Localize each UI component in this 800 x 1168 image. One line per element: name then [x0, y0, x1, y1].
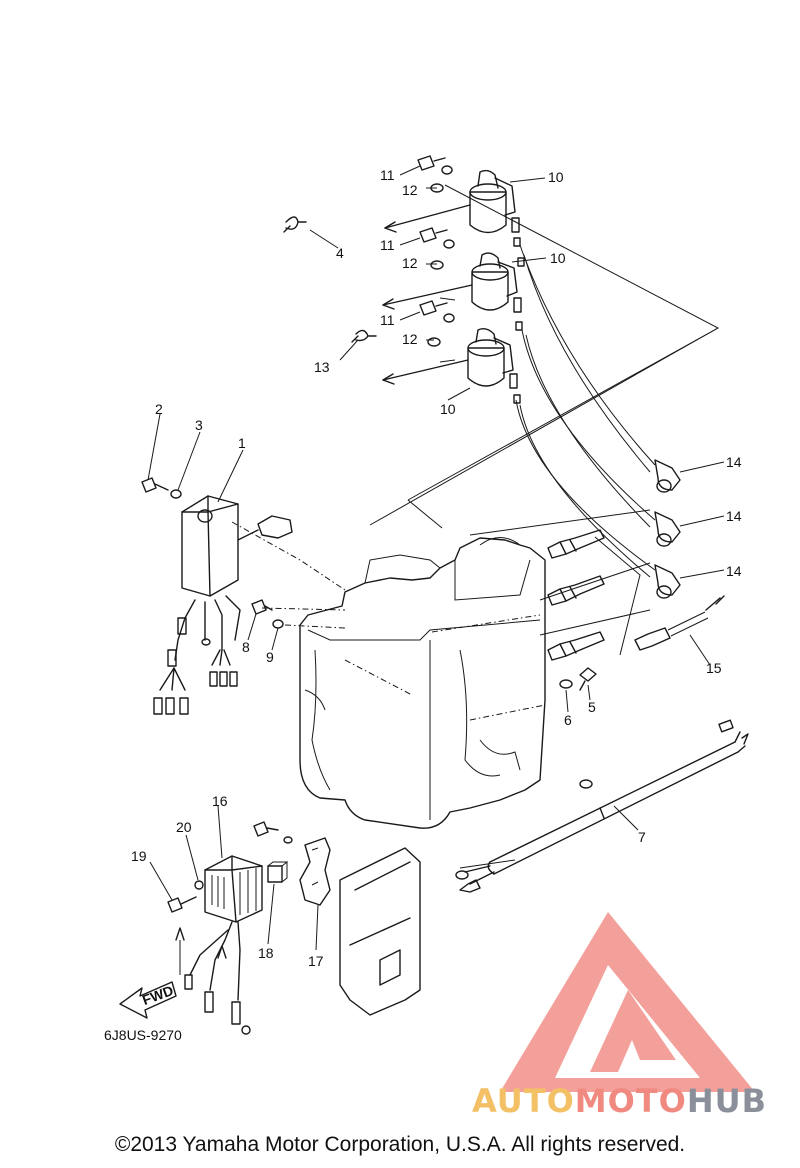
- label-11-top: 11: [380, 167, 395, 183]
- thermo-sensor: [634, 595, 725, 651]
- small-bracket-18: [267, 861, 289, 883]
- label-1: 1: [238, 435, 246, 451]
- label-6: 6: [564, 712, 572, 728]
- watermark-auto: AUTO: [472, 1082, 575, 1120]
- ignition-coil-top: [384, 169, 521, 247]
- ignition-coil-middle: [382, 252, 525, 331]
- bolt-washer-5-6: [559, 667, 597, 691]
- label-11-bottom: 11: [380, 312, 395, 328]
- label-7: 7: [638, 829, 646, 845]
- label-8: 8: [242, 639, 250, 655]
- coil-bolts: [417, 155, 455, 347]
- label-12-top: 12: [402, 182, 418, 198]
- rectifier: [175, 855, 263, 1035]
- label-12-bottom: 12: [402, 331, 418, 347]
- bolt-washer-2-3: [141, 477, 182, 499]
- engine-block: [299, 537, 546, 829]
- callout-leaders: [147, 165, 725, 951]
- copyright-notice: ©2013 Yamaha Motor Corporation, U.S.A. A…: [114, 1133, 686, 1156]
- watermark-text: AUTOMOTOHUB: [472, 1082, 767, 1120]
- spark-plug-caps: [654, 459, 681, 599]
- label-10-mid: 10: [550, 250, 566, 266]
- label-9: 9: [266, 649, 274, 665]
- label-13: 13: [314, 359, 330, 375]
- wire-harness: [455, 719, 749, 893]
- watermark-hub: HUB: [686, 1082, 768, 1120]
- diagram-code: 6J8US-9270: [104, 1027, 182, 1043]
- mounting-bracket: [299, 837, 421, 1016]
- bolt-washer-8-9: [251, 599, 284, 629]
- label-18: 18: [258, 945, 274, 961]
- label-5: 5: [588, 699, 596, 715]
- label-10-bottom: 10: [440, 401, 456, 417]
- label-14-mid: 14: [726, 508, 742, 524]
- part-labels: 11 12 10 4 11 12 10 11 12 13 10 2 3 1 14…: [104, 167, 742, 1043]
- label-4: 4: [336, 245, 344, 261]
- label-11-mid: 11: [380, 237, 395, 253]
- label-2: 2: [155, 401, 163, 417]
- spark-plugs: [547, 529, 605, 661]
- label-20: 20: [176, 819, 192, 835]
- watermark-logo: [500, 912, 755, 1092]
- ignition-coil-bottom: [382, 327, 521, 404]
- plug-wires: [515, 244, 656, 578]
- label-14-bottom: 14: [726, 563, 742, 579]
- label-15: 15: [706, 660, 722, 676]
- bolt-washer-19-20: [167, 821, 293, 913]
- label-3: 3: [195, 417, 203, 433]
- watermark-moto: MOTO: [574, 1082, 687, 1120]
- cdi-unit: [153, 495, 293, 715]
- label-17: 17: [308, 953, 324, 969]
- label-14-top: 14: [726, 454, 742, 470]
- label-19: 19: [131, 848, 147, 864]
- leader-lines: [231, 184, 720, 869]
- forward-arrow: FWD: [119, 981, 177, 1019]
- wire-clips: [283, 216, 377, 343]
- label-12-mid: 12: [402, 255, 418, 271]
- label-10-top: 10: [548, 169, 564, 185]
- label-16: 16: [212, 793, 228, 809]
